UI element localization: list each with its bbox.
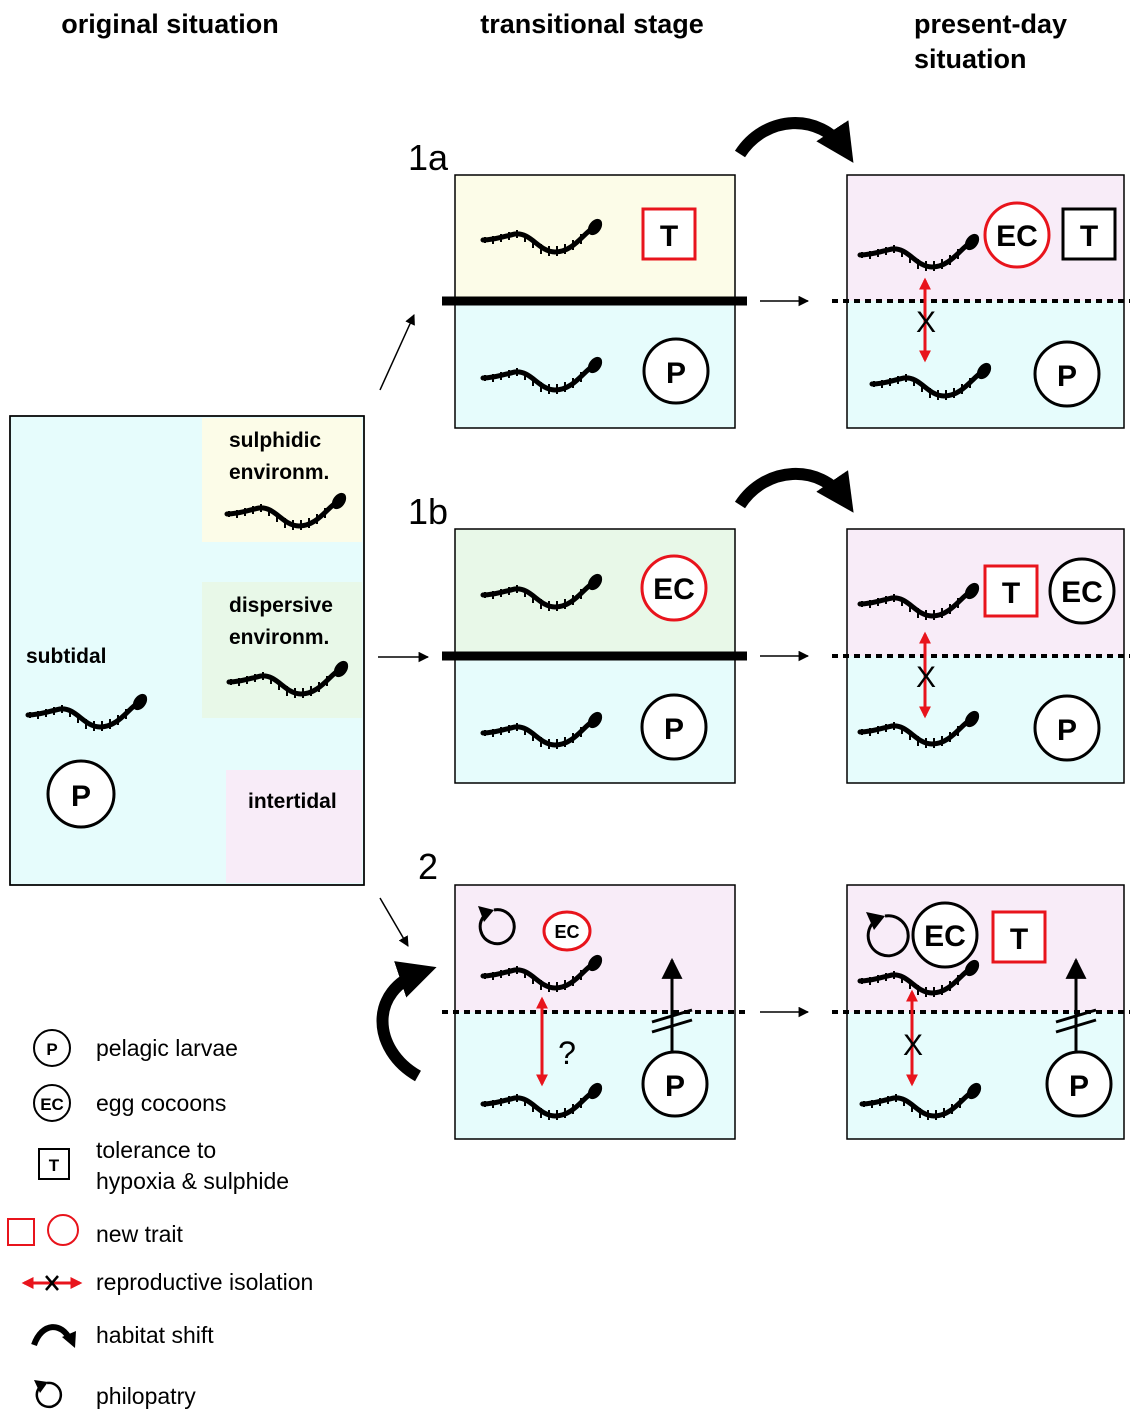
arrow-to-1a	[379, 314, 415, 391]
pelagic-larvae-icon	[1033, 694, 1101, 762]
t-symbol: T	[1002, 577, 1020, 610]
t-symbol: T	[1080, 220, 1098, 253]
egg-cocoon-icon	[640, 554, 708, 622]
legend-tolerance-icon	[38, 1148, 70, 1180]
sulphidic-label: sulphidic	[229, 429, 321, 452]
dispersive-label: dispersive	[229, 594, 333, 617]
legend-habitat-shift-label: habitat shift	[96, 1322, 214, 1348]
p-symbol: P	[666, 357, 686, 390]
pelagic-larvae-icon	[640, 693, 708, 761]
panel-1b-transitional: EC P	[442, 528, 747, 784]
original-panel: sulphidic environm. dispersive environm.…	[9, 415, 365, 886]
legend-isolation-label: reproductive isolation	[96, 1269, 313, 1295]
intertidal-label: intertidal	[248, 790, 337, 813]
tolerance-icon	[641, 207, 697, 261]
tolerance-icon	[983, 564, 1039, 618]
legend-cocoons-label: egg cocoons	[96, 1090, 226, 1116]
panel-1a-present: EC T X P	[832, 174, 1130, 429]
p-symbol: P	[664, 713, 684, 746]
intertidal-zone	[226, 770, 362, 883]
p-symbol: P	[71, 780, 91, 813]
ec-symbol: EC	[653, 573, 695, 606]
egg-cocoon-icon	[983, 201, 1051, 269]
ec-symbol: EC	[924, 920, 966, 953]
panel-1b-present: T EC X P	[832, 528, 1130, 784]
legend-ec-symbol: EC	[40, 1095, 64, 1114]
habitat-shift-icon	[376, 961, 437, 1082]
legend-new-trait-label: new trait	[96, 1221, 184, 1247]
scenario-2-label: 2	[418, 846, 438, 887]
pelagic-larvae-icon	[641, 1050, 709, 1118]
egg-cocoon-icon	[1048, 557, 1116, 625]
isolation-x: X	[916, 306, 936, 339]
philopatry-icon	[866, 914, 910, 958]
pelagic-larvae-icon	[1045, 1050, 1113, 1118]
scenario-1a-label: 1a	[408, 137, 449, 178]
dispersive-label-2: environm.	[229, 626, 329, 649]
sulphidic-label-2: environm.	[229, 461, 329, 484]
dispersive-zone	[202, 582, 362, 718]
legend: P pelagic larvae EC egg cocoons T tolera…	[7, 1029, 313, 1409]
habitat-shift-icon	[734, 117, 854, 163]
panel-2-present: EC T X P	[832, 884, 1130, 1140]
header-transitional: transitional stage	[480, 9, 704, 39]
legend-tolerance-label-2: hypoxia & sulphide	[96, 1168, 289, 1194]
ec-symbol: EC	[554, 922, 579, 942]
arrow-to-2	[379, 897, 409, 947]
legend-new-trait-circle-icon	[47, 1214, 79, 1246]
header-original: original situation	[61, 9, 279, 39]
isolation-x: X	[916, 661, 936, 694]
question-mark: ?	[558, 1035, 576, 1071]
legend-philopatry-label: philopatry	[96, 1383, 196, 1409]
scenario-1b-label: 1b	[408, 491, 448, 532]
legend-t-symbol: T	[49, 1156, 60, 1175]
t-symbol: T	[1010, 923, 1028, 956]
panel-2-transitional: EC ? P	[442, 884, 747, 1140]
p-symbol: P	[665, 1070, 685, 1103]
pelagic-larvae-icon	[46, 759, 116, 829]
isolation-x: X	[903, 1029, 923, 1062]
t-symbol: T	[660, 220, 678, 253]
ec-symbol: EC	[1061, 576, 1103, 609]
header-present-line1: present-day	[914, 9, 1067, 39]
panel-1a-transitional: T P	[442, 174, 747, 429]
tolerance-icon	[991, 910, 1047, 964]
subtidal-label: subtidal	[26, 645, 107, 668]
legend-tolerance-label: tolerance to	[96, 1137, 216, 1163]
legend-new-trait-square-icon	[7, 1218, 35, 1246]
p-symbol: P	[1057, 714, 1077, 747]
tolerance-icon	[1061, 207, 1117, 261]
p-symbol: P	[1069, 1070, 1089, 1103]
egg-cocoon-icon	[911, 901, 979, 969]
header-present-line2: situation	[914, 44, 1027, 74]
philopatry-icon	[478, 908, 516, 946]
legend-p-symbol: P	[46, 1040, 57, 1059]
habitat-shift-icon	[734, 467, 854, 513]
pelagic-larvae-icon	[642, 337, 710, 405]
ec-symbol: EC	[996, 220, 1038, 253]
legend-philopatry-icon	[35, 1381, 63, 1409]
legend-cocoon-icon	[33, 1084, 71, 1122]
egg-cocoon-icon	[542, 910, 592, 952]
legend-pelagic-icon	[33, 1029, 71, 1067]
p-symbol: P	[1057, 360, 1077, 393]
pelagic-larvae-icon	[1033, 340, 1101, 408]
legend-pelagic-label: pelagic larvae	[96, 1035, 238, 1061]
